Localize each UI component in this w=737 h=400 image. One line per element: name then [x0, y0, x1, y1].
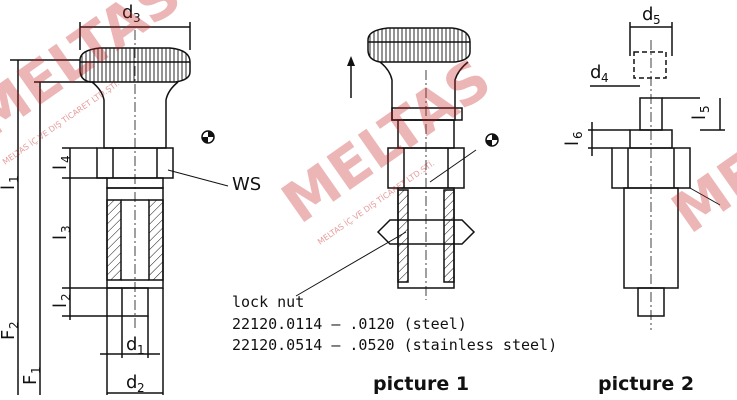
lock-nut-title: lock nut [232, 293, 304, 311]
label-d2: d [126, 372, 137, 393]
arrow-up-icon [347, 56, 355, 66]
label-ws: WS [232, 174, 261, 195]
caption-picture-2: picture 2 [598, 373, 694, 395]
dimension-labels-left: d 3 d 1 d 2 WS l1 l4 l3 l2 F2 F1 [0, 2, 261, 395]
label-d2-sub: 2 [137, 381, 145, 395]
label-d4: d [590, 62, 601, 83]
lock-nut-line-1: 22120.0114 – .0120 (steel) [232, 315, 467, 333]
label-d5: d [642, 4, 653, 25]
surface-symbol-icon [486, 134, 498, 146]
watermark-brand-3: MELTAS [661, 57, 737, 247]
label-l1-sub: 1 [7, 175, 21, 183]
picture-1-view [295, 27, 499, 300]
label-d3: d [122, 2, 133, 23]
label-l6-sub: 6 [571, 131, 585, 139]
label-l3: l [50, 235, 71, 240]
label-f1: F [20, 375, 41, 385]
label-d4-sub: 4 [601, 71, 609, 85]
label-l3-sub: 3 [59, 225, 73, 233]
label-d1-sub: 1 [137, 343, 145, 357]
label-d1: d [126, 334, 137, 355]
label-l2: l [50, 303, 71, 308]
label-l6: l [562, 141, 583, 146]
label-f1-sub: 1 [29, 366, 43, 374]
lock-nut-line-2: 22120.0514 – .0520 (stainless steel) [232, 336, 557, 354]
caption-picture-1: picture 1 [373, 373, 469, 395]
label-l4: l [50, 165, 71, 170]
label-l4-sub: 4 [59, 155, 73, 163]
lock-nut-note: lock nut 22120.0114 – .0120 (steel) 2212… [232, 293, 557, 354]
label-f2: F [0, 330, 19, 340]
label-l5: l [689, 115, 710, 120]
picture-2-view [588, 22, 725, 330]
surface-symbol-icon [202, 131, 214, 143]
label-d5-sub: 5 [653, 13, 661, 27]
dimension-labels-picture-2: d 5 d 4 l 5 l 6 [562, 4, 712, 146]
label-l2-sub: 2 [59, 293, 73, 301]
label-d3-sub: 3 [133, 11, 141, 25]
label-f2-sub: 2 [7, 321, 21, 329]
label-l5-sub: 5 [698, 105, 712, 113]
label-l1: l [0, 185, 19, 190]
left-plunger-view [10, 22, 229, 395]
watermark-brand-2: MELTAS [271, 47, 503, 237]
